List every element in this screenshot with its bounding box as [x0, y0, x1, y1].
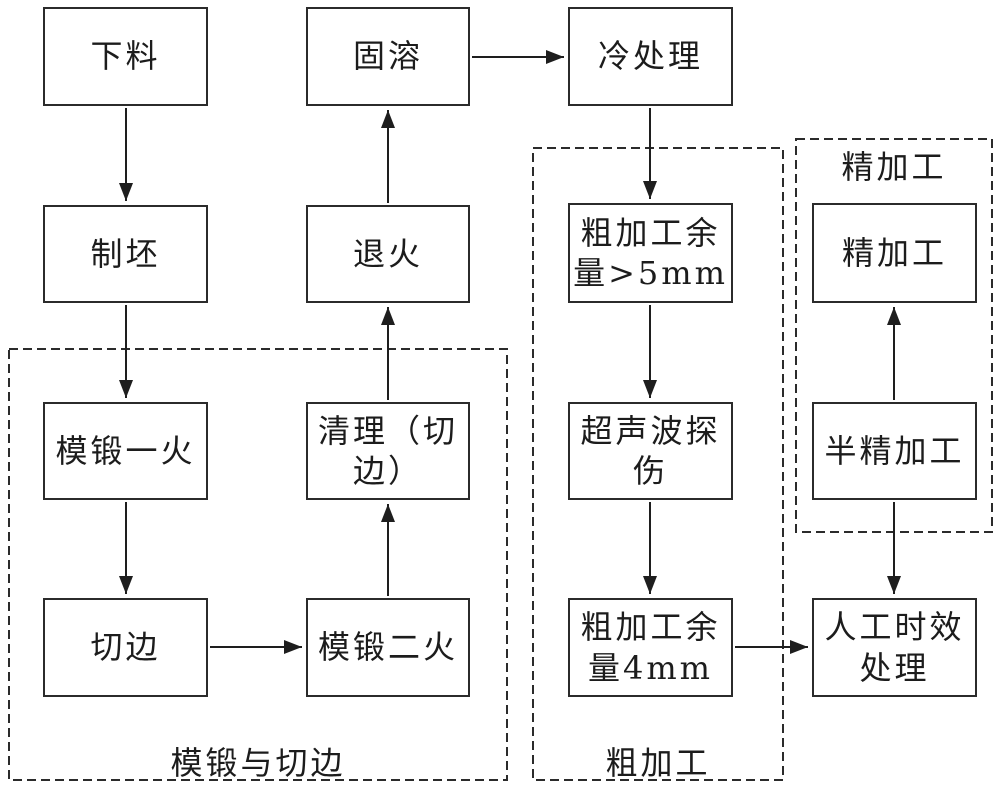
group-rough-machining-border [532, 147, 784, 781]
box-anneal: 退火 [306, 205, 470, 303]
box-artificial-aging: 人工时效 处理 [812, 598, 977, 697]
box-rough-allowance-gt5mm-line1: 粗加工余 [580, 213, 721, 252]
box-die-forge-second-heat-label: 模锻二火 [317, 628, 458, 667]
box-billet-making: 制坯 [43, 205, 208, 303]
box-ultrasonic-test-line2: 伤 [632, 452, 668, 490]
box-blanking-label: 下料 [90, 37, 161, 76]
box-blanking: 下料 [43, 7, 208, 106]
box-anneal-label: 退火 [352, 234, 423, 273]
group-finish-label: 精加工 [841, 148, 947, 186]
group-forge-trim-label: 模锻与切边 [170, 744, 346, 782]
box-rough-allowance-gt5mm-line2: 量>5mm [573, 254, 728, 292]
box-rough-allowance-gt5mm: 粗加工余 量>5mm [568, 203, 733, 303]
box-trim-label: 切边 [90, 628, 161, 667]
box-artificial-aging-line1: 人工时效 [824, 608, 965, 647]
box-semi-finish-machining: 半精加工 [812, 402, 977, 500]
box-cold-treatment-label: 冷处理 [597, 37, 703, 76]
box-clean-trim-line1: 清理（切 [317, 411, 458, 450]
box-rough-allowance-4mm: 粗加工余 量4mm [568, 598, 733, 697]
box-trim: 切边 [43, 598, 208, 697]
box-clean-trim-line2: 边） [352, 452, 423, 490]
group-rough-machining-label: 粗加工 [605, 744, 711, 782]
group-forge-trim-border [8, 348, 508, 781]
box-ultrasonic-test-line1: 超声波探 [580, 411, 721, 450]
box-solution-treatment-label: 固溶 [352, 37, 423, 76]
box-die-forge-first-heat: 模锻一火 [43, 402, 208, 500]
box-billet-making-label: 制坯 [90, 234, 161, 273]
box-finish-machining: 精加工 [812, 203, 977, 303]
box-cold-treatment: 冷处理 [568, 7, 733, 106]
box-finish-machining-label: 精加工 [841, 233, 947, 272]
box-solution-treatment: 固溶 [306, 7, 470, 106]
box-semi-finish-machining-label: 半精加工 [824, 431, 965, 470]
box-rough-allowance-4mm-line1: 粗加工余 [580, 608, 721, 647]
box-artificial-aging-line2: 处理 [859, 648, 930, 687]
box-die-forge-second-heat: 模锻二火 [306, 598, 470, 697]
box-ultrasonic-test: 超声波探 伤 [568, 402, 733, 500]
box-die-forge-first-heat-label: 模锻一火 [55, 431, 196, 470]
box-rough-allowance-4mm-line2: 量4mm [587, 648, 714, 687]
box-clean-trim: 清理（切 边） [306, 402, 470, 500]
